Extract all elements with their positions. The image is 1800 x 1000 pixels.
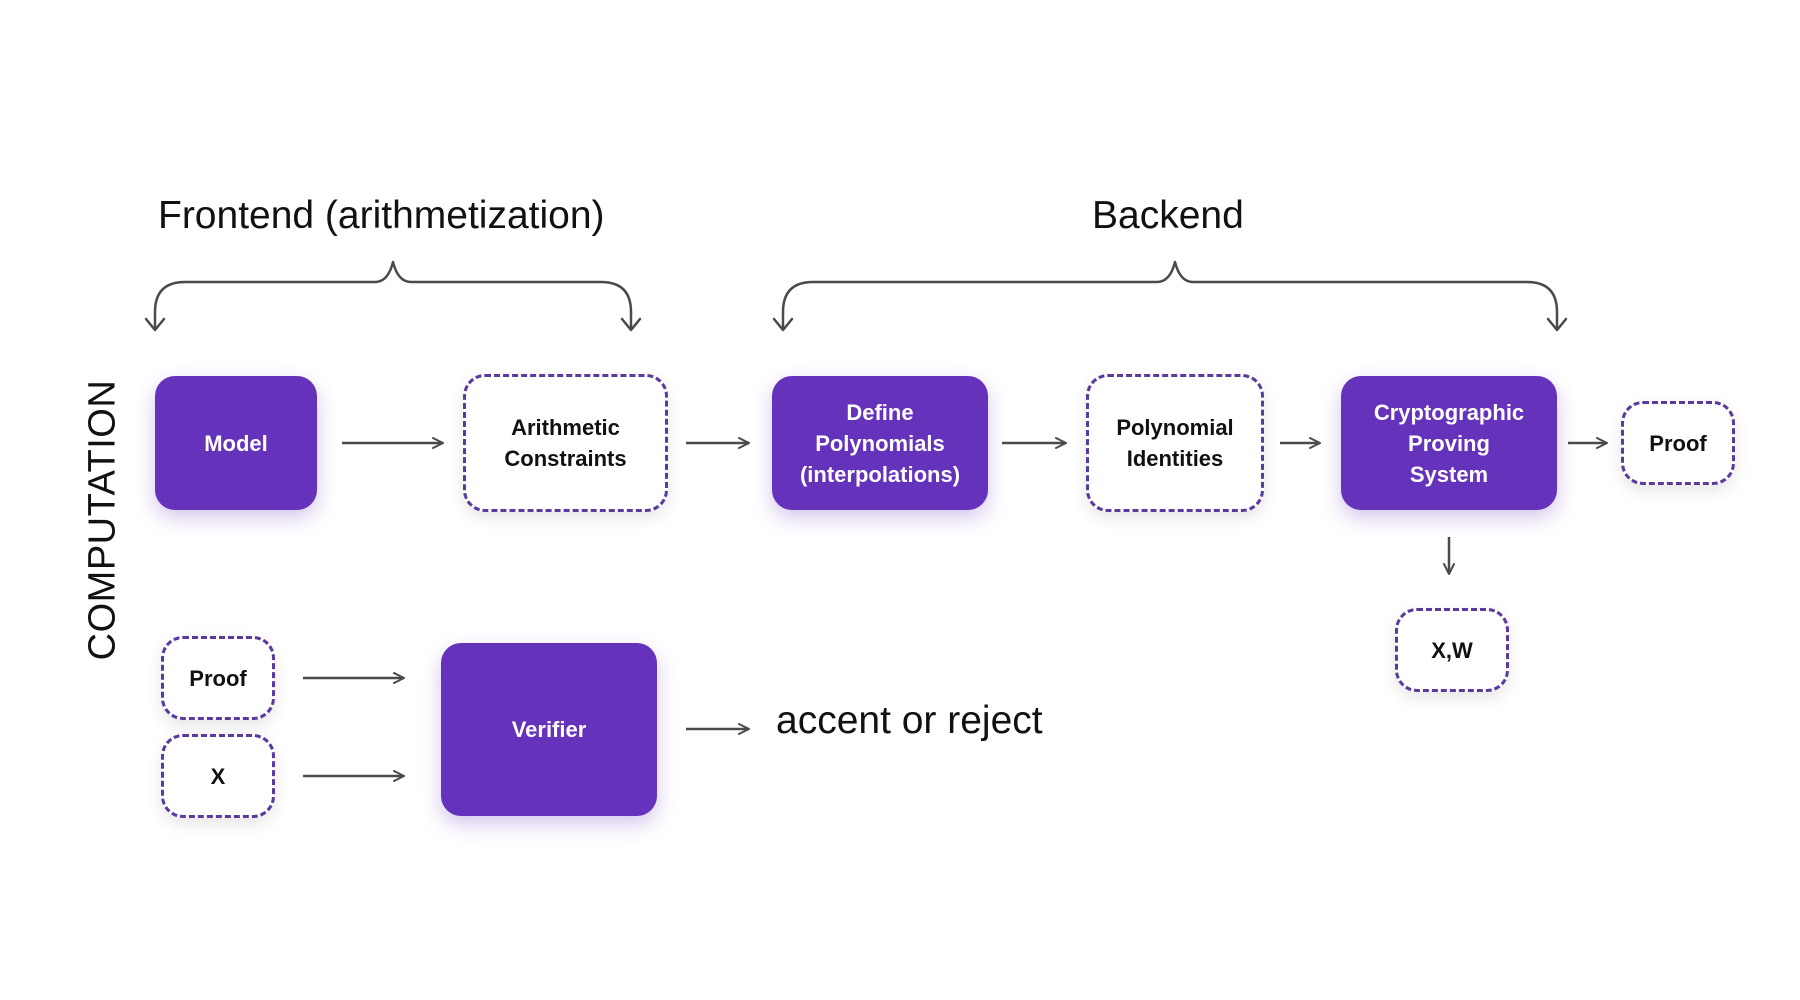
verifier-node[interactable]: Verifier: [441, 643, 657, 816]
arithmetic-constraints-label: Arithmetic Constraints: [504, 415, 627, 471]
backend-brace-right-tip: [1546, 317, 1568, 332]
proof-input-label: Proof: [189, 665, 247, 691]
polynomial-identities-node[interactable]: Polynomial Identities: [1086, 374, 1264, 512]
proof-input-node[interactable]: Proof: [161, 636, 275, 720]
polynomial-identities-label: Polynomial Identities: [1116, 415, 1234, 471]
x-input-label: X: [210, 763, 226, 789]
computation-label: COMPUTATION: [81, 379, 124, 661]
proving-system-label: Cryptographic Proving System: [1373, 399, 1525, 487]
backend-brace-left-tip: [772, 317, 794, 332]
proof-output-node[interactable]: Proof: [1621, 401, 1735, 485]
frontend-heading: Frontend (arithmetization): [158, 194, 605, 237]
define-polynomials-node[interactable]: Define Polynomials (interpolations): [772, 376, 988, 510]
verifier-label: Verifier: [511, 717, 587, 742]
proving-system-node[interactable]: Cryptographic Proving System: [1341, 376, 1557, 510]
define-polynomials-label: Define Polynomials (interpolations): [799, 399, 961, 487]
frontend-brace: [153, 260, 633, 328]
xw-node[interactable]: X,W: [1395, 608, 1509, 692]
outcome-text: accent or reject: [776, 699, 1043, 742]
frontend-brace-right-tip: [620, 317, 642, 332]
backend-heading: Backend: [1092, 194, 1244, 237]
backend-brace: [781, 260, 1559, 328]
arithmetic-constraints-node[interactable]: Arithmetic Constraints: [463, 374, 668, 512]
model-node-label: Model: [204, 430, 268, 456]
xw-label: X,W: [1431, 637, 1473, 663]
frontend-brace-left-tip: [144, 317, 166, 332]
proof-output-label: Proof: [1649, 430, 1707, 456]
x-input-node[interactable]: X: [161, 734, 275, 818]
model-node[interactable]: Model: [155, 376, 317, 510]
